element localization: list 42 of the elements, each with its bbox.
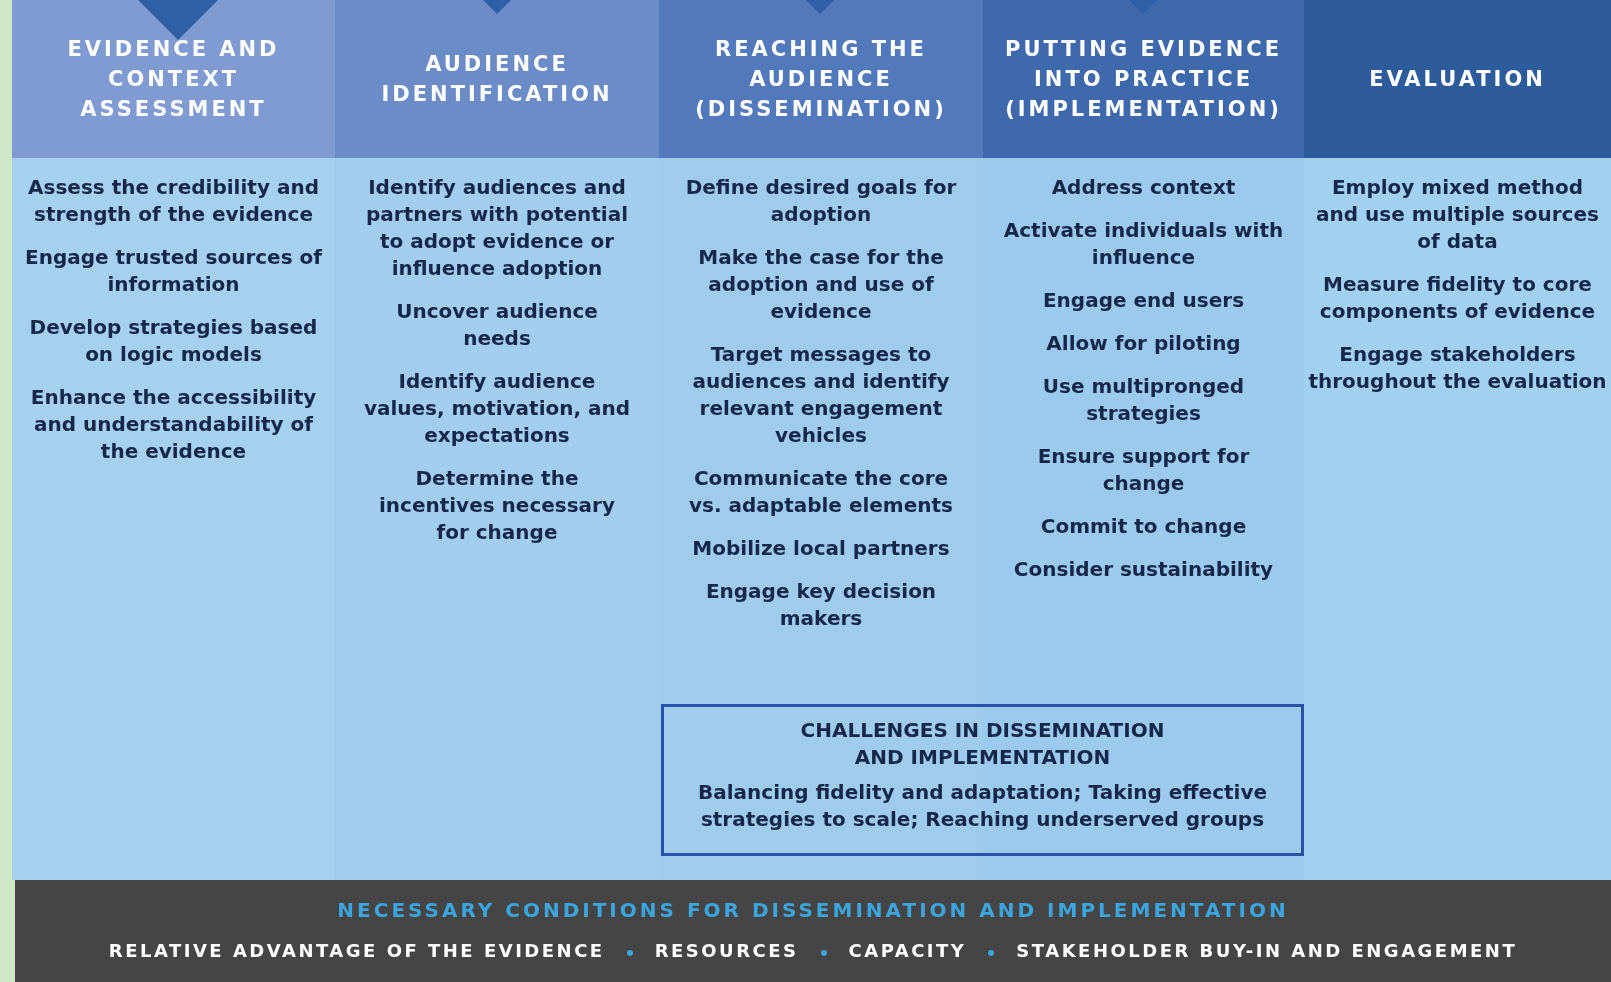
- step-text: Engage key decision makers: [704, 578, 938, 632]
- condition-text: STAKEHOLDER BUY-IN AND ENGAGEMENT: [1016, 940, 1518, 961]
- column-header: PUTTING EVIDENCE INTO PRACTICE (IMPLEMENTATION): [983, 0, 1304, 158]
- column-header: REACHING THE AUDIENCE (DISSEMINATION): [659, 0, 983, 158]
- step-text: Identify audience values, motivation, and expectations: [362, 368, 632, 449]
- column-header: EVIDENCE AND CONTEXT ASSESSMENT: [12, 0, 335, 158]
- column-header: AUDIENCE IDENTIFICATION: [335, 0, 659, 158]
- column-header: EVALUATION: [1304, 0, 1611, 158]
- step-text: Measure fidelity to core components of evidence: [1318, 271, 1597, 325]
- footer-band: [15, 880, 1611, 982]
- step-text: Activate individuals with influence: [1002, 217, 1285, 271]
- step-text: Address context: [1050, 174, 1237, 201]
- step-text: Use multipronged strategies: [1041, 373, 1246, 427]
- step-text: Consider sustainability: [1012, 556, 1275, 583]
- step-text: Identify audiences and partners with potential to adopt evidence or influence adoption: [364, 174, 630, 282]
- callout-heading: CHALLENGES IN DISSEMINATION AND IMPLEMENTATION: [799, 717, 1166, 771]
- column-panel: [1304, 0, 1611, 880]
- callout-text: Balancing fidelity and adaptation; Taking effective strategies to scale; Reaching underserved groups: [697, 779, 1268, 833]
- column-panel: [335, 0, 659, 880]
- footer-heading: NECESSARY CONDITIONS FOR DISSEMINATION AND IMPLEMENTATION: [337, 898, 1289, 922]
- callout-box: [661, 704, 1304, 856]
- condition-text: CAPACITY: [848, 940, 967, 961]
- step-text: Develop strategies based on logic models: [28, 314, 319, 368]
- column-panel: [12, 0, 335, 880]
- step-text: Engage end users: [1041, 287, 1246, 314]
- step-text: Mobilize local partners: [691, 535, 951, 562]
- step-text: Allow for piloting: [1045, 330, 1242, 357]
- condition-text: RESOURCES: [654, 940, 799, 961]
- step-text: Target messages to audiences and identify relevant engagement vehicles: [691, 341, 951, 449]
- step-text: Communicate the core vs. adaptable elements: [688, 465, 954, 519]
- step-text: Ensure support for change: [1036, 443, 1251, 497]
- step-text: Enhance the accessibility and understandability of the evidence: [29, 384, 318, 465]
- step-text: Uncover audience needs: [395, 298, 599, 352]
- step-text: Engage trusted sources of information: [24, 244, 323, 298]
- step-text: Commit to change: [1039, 513, 1248, 540]
- step-text: Make the case for the adoption and use of evidence: [697, 244, 945, 325]
- condition-text: RELATIVE ADVANTAGE OF THE EVIDENCE: [108, 940, 605, 961]
- step-text: Determine the incentives necessary for change: [377, 465, 617, 546]
- step-text: Employ mixed method and use multiple sources of data: [1315, 174, 1600, 255]
- step-text: Define desired goals for adoption: [684, 174, 958, 228]
- step-text: Engage stakeholders throughout the evaluation: [1307, 341, 1608, 395]
- step-text: Assess the credibility and strength of the evidence: [27, 174, 320, 228]
